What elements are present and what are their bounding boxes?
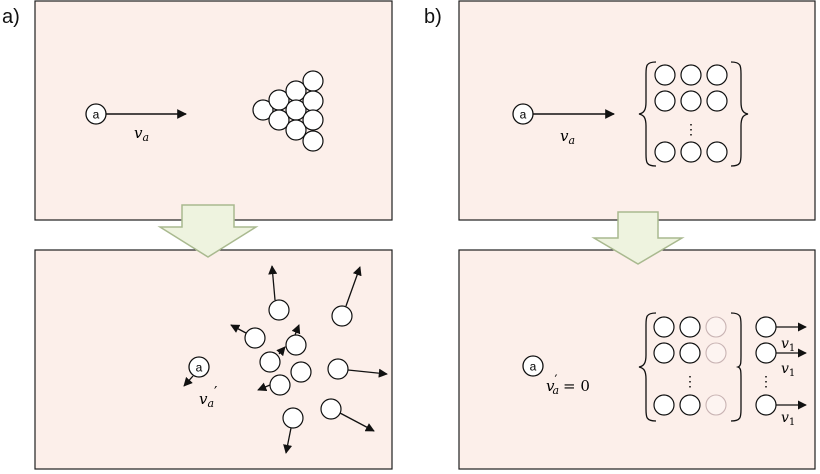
brace-left-top bbox=[638, 61, 657, 167]
scattered-ball bbox=[320, 398, 342, 420]
brace-right-top bbox=[730, 61, 749, 167]
scatter-velocity-arrows bbox=[230, 265, 388, 454]
rack-ball bbox=[302, 109, 324, 131]
velocity-label-v1: v1 bbox=[781, 361, 795, 379]
scatter-arrow bbox=[291, 324, 301, 336]
grid-ball bbox=[679, 394, 701, 416]
grid-ball bbox=[653, 342, 675, 364]
brace-left-bottom bbox=[638, 312, 657, 422]
rack-ball bbox=[268, 109, 290, 131]
rack-ball bbox=[285, 119, 307, 141]
transition-arrow-b bbox=[591, 211, 685, 265]
ball-label: a bbox=[93, 108, 100, 122]
ejected-velocity-arrows bbox=[776, 322, 807, 410]
scatter-arrow bbox=[268, 265, 278, 301]
velocity-label-va-b: va bbox=[560, 127, 575, 147]
ejected-ball bbox=[755, 394, 777, 416]
velocity-arrow-va-prime bbox=[183, 375, 194, 387]
scattered-ball bbox=[285, 334, 307, 356]
velocity-label-va: va bbox=[134, 124, 149, 144]
scattered-ball bbox=[331, 305, 353, 327]
panel-b-bottom bbox=[458, 249, 816, 470]
ejected-ball bbox=[755, 316, 777, 338]
incoming-ball-a: a bbox=[85, 103, 107, 125]
ghost-ball bbox=[705, 394, 727, 416]
grid-ball bbox=[706, 90, 728, 112]
velocity-label-v1: v1 bbox=[781, 336, 795, 354]
scattered-ball bbox=[327, 358, 349, 380]
ejected-ball bbox=[755, 342, 777, 364]
velocity-label-va-prime: va′ bbox=[199, 383, 218, 410]
scattered-balls bbox=[244, 299, 353, 429]
panel-label-a: a) bbox=[2, 6, 20, 28]
grid-ball bbox=[653, 394, 675, 416]
grid-ball bbox=[706, 141, 728, 163]
grid-ball bbox=[654, 64, 676, 86]
vdots-ejected: ⋮ bbox=[759, 374, 773, 390]
ghost-ball bbox=[705, 342, 727, 364]
scatter-arrow bbox=[283, 427, 293, 454]
stopped-ball-b: a bbox=[522, 355, 544, 377]
grid-ball bbox=[680, 64, 702, 86]
scatter-arrow bbox=[347, 368, 388, 378]
panel-a-bottom bbox=[34, 249, 393, 470]
scatter-arrow bbox=[339, 412, 375, 432]
rack-ball bbox=[252, 99, 274, 121]
scattered-ball bbox=[282, 407, 304, 429]
scatter-arrow bbox=[257, 382, 271, 392]
grid-balls-top bbox=[654, 64, 728, 163]
vdots-bottom-grid: ⋮ bbox=[683, 374, 697, 390]
ghost-balls bbox=[705, 316, 727, 416]
ghost-ball bbox=[705, 316, 727, 338]
grid-ball bbox=[679, 342, 701, 364]
scattered-ball bbox=[244, 327, 266, 349]
grid-ball bbox=[654, 90, 676, 112]
svg-text:a: a bbox=[520, 108, 527, 122]
grid-ball bbox=[680, 141, 702, 163]
incoming-ball-b: a bbox=[512, 103, 534, 125]
grid-ball bbox=[706, 64, 728, 86]
scattered-ball bbox=[269, 374, 291, 396]
grid-ball bbox=[653, 316, 675, 338]
svg-text:a: a bbox=[530, 360, 537, 374]
rack-ball bbox=[302, 130, 324, 152]
rack-ball bbox=[302, 70, 324, 92]
panel-label-b: b) bbox=[424, 6, 442, 28]
triangle-rack bbox=[252, 70, 324, 152]
deflected-ball-a: a bbox=[188, 356, 210, 378]
rack-ball bbox=[302, 90, 324, 112]
scatter-arrow bbox=[230, 324, 247, 334]
velocity-label-v1: v1 bbox=[781, 410, 795, 428]
grid-ball bbox=[654, 141, 676, 163]
velocity-label-va-prime-zero: v′a= 0 bbox=[546, 373, 590, 397]
scatter-arrow bbox=[345, 266, 362, 307]
panel-b-top bbox=[458, 0, 816, 221]
svg-text:a: a bbox=[196, 361, 203, 375]
vdots-top: ⋮ bbox=[684, 122, 698, 138]
grid-balls-bottom bbox=[653, 316, 701, 416]
ejected-balls bbox=[755, 316, 777, 416]
brace-right-bottom bbox=[730, 312, 742, 422]
scattered-ball bbox=[290, 361, 312, 383]
scatter-arrow bbox=[276, 346, 286, 357]
scattered-ball bbox=[259, 351, 281, 373]
grid-ball bbox=[680, 90, 702, 112]
grid-ball bbox=[679, 316, 701, 338]
transition-arrow-a bbox=[157, 204, 259, 258]
scattered-ball bbox=[268, 299, 290, 321]
